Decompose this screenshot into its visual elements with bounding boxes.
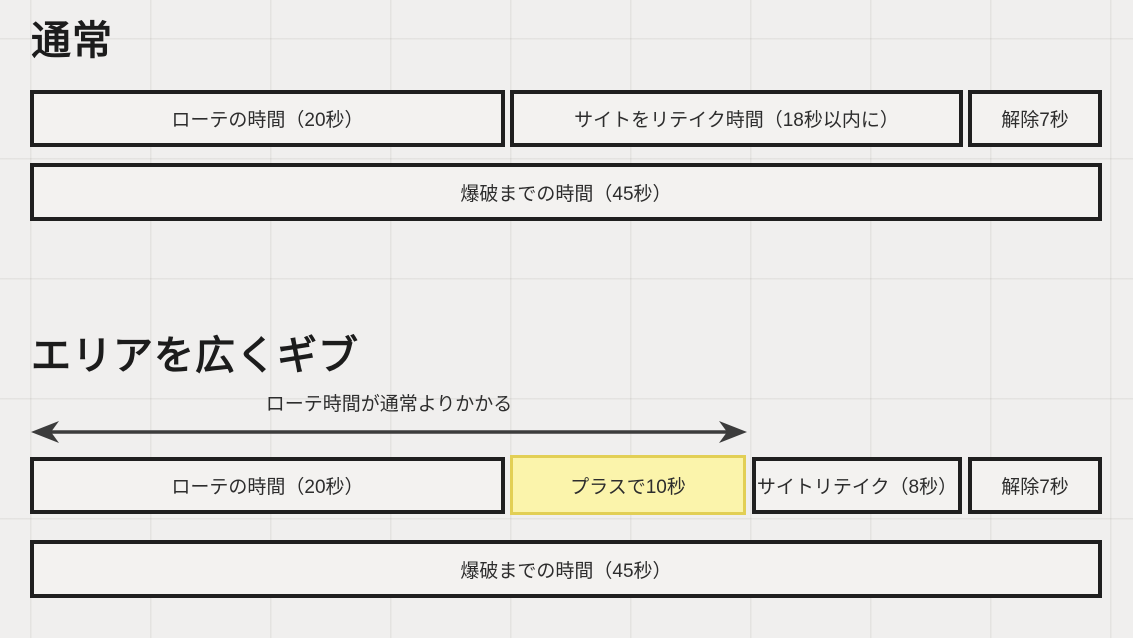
segment-site-retake: サイトリテイク（8秒） xyxy=(752,457,962,514)
segment-defuse-time: 解除7秒 xyxy=(968,90,1102,147)
section-title-normal: 通常 xyxy=(31,19,113,63)
double-arrow-icon xyxy=(31,421,747,443)
segment-rotate-time: ローテの時間（20秒） xyxy=(30,90,505,147)
double-arrow xyxy=(28,418,750,446)
section-title-give-area: エリアを広くギブ xyxy=(31,334,359,378)
total-bar-time-to-explosion: 爆破までの時間（45秒） xyxy=(30,163,1102,221)
segment-defuse-time: 解除7秒 xyxy=(968,457,1102,514)
annotation-rotate-takes-longer: ローテ時間が通常よりかかる xyxy=(265,394,513,415)
total-bar-time-to-explosion: 爆破までの時間（45秒） xyxy=(30,540,1102,598)
segment-plus-ten-seconds: プラスで10秒 xyxy=(510,455,746,515)
segment-site-retake-time: サイトをリテイク時間（18秒以内に） xyxy=(510,90,963,147)
segment-rotate-time: ローテの時間（20秒） xyxy=(30,457,505,514)
